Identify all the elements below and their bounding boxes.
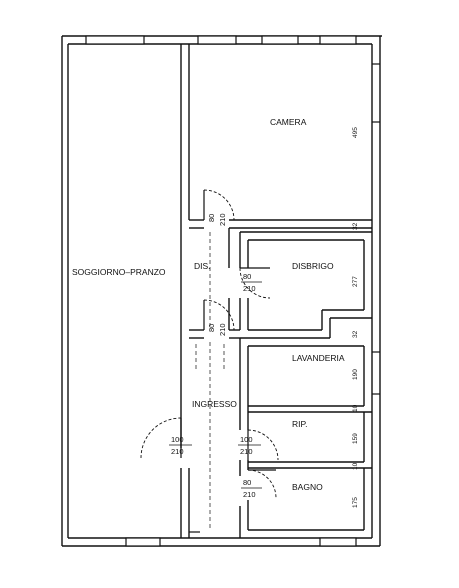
dim-disbrigo: 277 <box>352 276 359 287</box>
windows <box>85 35 380 547</box>
dashed-lines <box>195 232 225 530</box>
door-label-2b: 210 <box>218 323 227 336</box>
door-height: 210 <box>240 447 253 456</box>
dimension-line <box>358 227 364 463</box>
door-label-1b: 210 <box>218 213 227 226</box>
door-label-3: 80 210 <box>241 272 262 293</box>
dim-value: 10 <box>352 462 359 470</box>
dim-value: 32 <box>352 330 359 338</box>
door-height: 210 <box>171 447 184 456</box>
room-soggiorno: SOGGIORNO–PRANZO <box>72 267 166 277</box>
door-width: 80 <box>243 272 251 281</box>
dim-wall1: 32 <box>352 222 359 230</box>
dim-value: 495 <box>352 127 359 138</box>
room-dis: DIS. <box>194 261 211 271</box>
room-rip: RIP. <box>292 419 307 429</box>
door-label-5: 100 210 <box>238 435 261 456</box>
door-height: 210 <box>218 323 227 336</box>
door-height: 210 <box>243 284 256 293</box>
dim-value: 190 <box>352 369 359 380</box>
door-height: 210 <box>243 490 256 499</box>
room-camera: CAMERA <box>270 117 307 127</box>
dim-lavanderia: 190 <box>352 369 359 380</box>
dim-value: 277 <box>352 276 359 287</box>
dim-rip: 159 <box>352 433 359 444</box>
dim-value: 32 <box>352 222 359 230</box>
door-width: 100 <box>240 435 253 444</box>
door-width: 100 <box>171 435 184 444</box>
room-lavanderia: LAVANDERIA <box>292 353 345 363</box>
door-swings <box>140 189 279 499</box>
dim-camera: 495 <box>352 127 359 138</box>
room-ingresso: INGRESSO <box>192 399 237 409</box>
door-label-6: 80 210 <box>241 478 262 499</box>
dim-wall4: 10 <box>352 462 359 470</box>
door-label-4: 100 210 <box>169 435 192 456</box>
door-width: 80 <box>243 478 251 487</box>
door-label-1: 80 <box>207 214 216 222</box>
door-width: 80 <box>207 324 216 332</box>
door-width: 80 <box>207 214 216 222</box>
door-leaves <box>180 190 276 533</box>
dim-wall2: 32 <box>352 330 359 338</box>
dim-wall3: 10 <box>352 404 359 412</box>
dim-bagno: 175 <box>352 497 359 508</box>
dim-value: 10 <box>352 404 359 412</box>
room-bagno: BAGNO <box>292 482 323 492</box>
door-label-2: 80 <box>207 324 216 332</box>
dim-value: 175 <box>352 497 359 508</box>
walls <box>61 35 382 547</box>
dim-value: 159 <box>352 433 359 444</box>
room-disbrigo: DISBRIGO <box>292 261 334 271</box>
door-height: 210 <box>218 213 227 226</box>
